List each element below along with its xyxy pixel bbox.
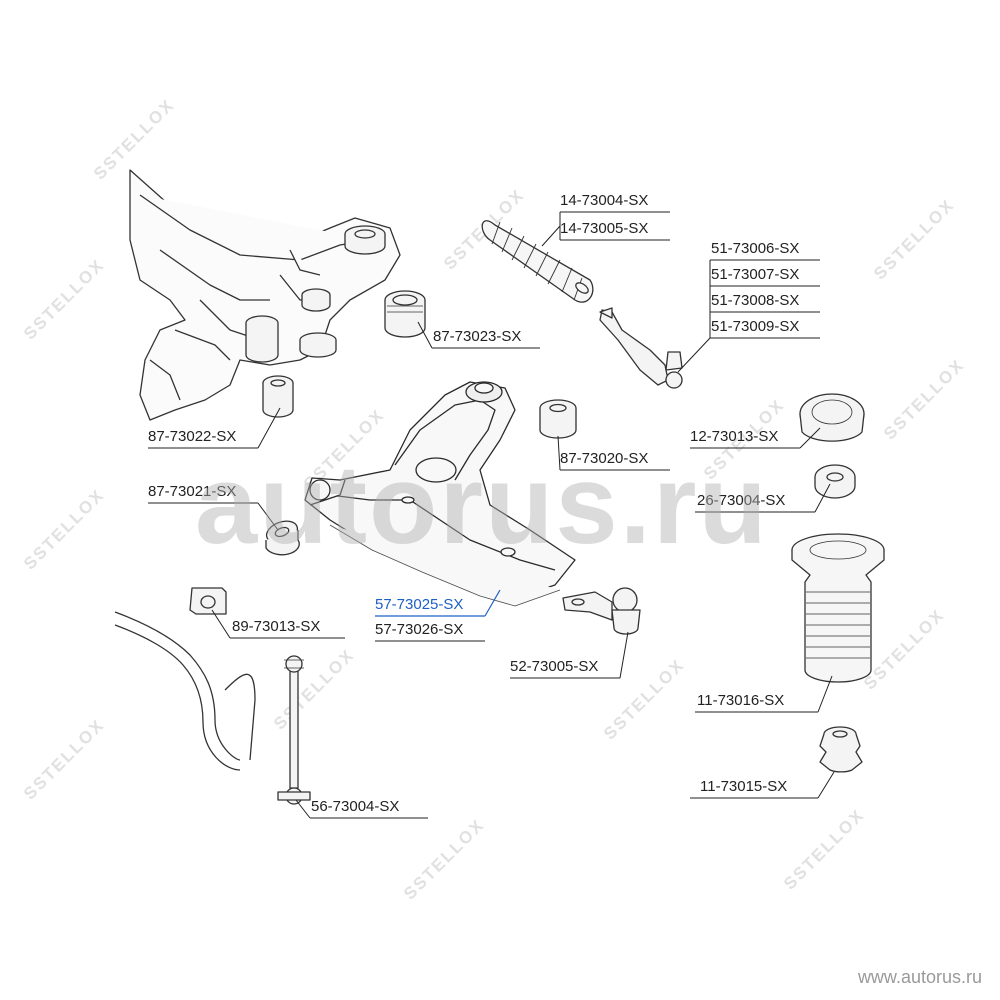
part-label-26-73004[interactable]: 26-73004-SX	[697, 492, 786, 509]
subframe-mount-top	[344, 225, 386, 255]
bushing-87-73021	[265, 520, 300, 556]
stabilizer-bar	[114, 611, 256, 771]
stabilizer-bushing-89-73013	[189, 587, 227, 615]
part-label-87-73021[interactable]: 87-73021-SX	[148, 483, 237, 500]
part-label-11-73015[interactable]: 11-73015-SX	[700, 778, 788, 795]
part-label-14-73004[interactable]: 14-73004-SX	[560, 192, 649, 209]
ball-joint-52-73005	[562, 587, 641, 635]
lower-control-arm-57-73025	[304, 381, 576, 607]
bushing-87-73020	[539, 399, 577, 439]
part-label-51-73008[interactable]: 51-73008-SX	[711, 292, 800, 309]
part-label-12-73013[interactable]: 12-73013-SX	[690, 428, 779, 445]
bushing-87-73023	[384, 290, 426, 338]
dust-boot-11-73016	[791, 533, 885, 683]
part-label-87-73020[interactable]: 87-73020-SX	[560, 450, 649, 467]
part-label-51-73009[interactable]: 51-73009-SX	[711, 318, 800, 335]
part-label-89-73013[interactable]: 89-73013-SX	[232, 618, 321, 635]
part-label-57-73025[interactable]: 57-73025-SX	[375, 596, 464, 613]
part-label-56-73004[interactable]: 56-73004-SX	[311, 798, 400, 815]
subframe-mount-mid	[301, 288, 331, 312]
part-label-57-73026[interactable]: 57-73026-SX	[375, 621, 464, 638]
steering-boot-14-73004	[481, 220, 594, 303]
strut-mount-12-73013	[799, 393, 865, 442]
highlight-leader	[375, 589, 501, 617]
leader-lines	[148, 211, 835, 819]
strut-bearing-26-73004	[814, 464, 856, 499]
footer-url: www.autorus.ru	[857, 967, 982, 987]
bushing-87-73022	[262, 375, 294, 418]
part-label-52-73005[interactable]: 52-73005-SX	[510, 658, 599, 675]
part-label-51-73006[interactable]: 51-73006-SX	[711, 240, 800, 257]
bump-stop-11-73015	[819, 726, 863, 773]
part-label-87-73022[interactable]: 87-73022-SX	[148, 428, 237, 445]
tie-rod-end-51-73006	[599, 307, 683, 389]
subframe-bushing-left	[245, 315, 279, 363]
part-label-11-73016[interactable]: 11-73016-SX	[697, 692, 785, 709]
part-label-87-73023[interactable]: 87-73023-SX	[433, 328, 522, 345]
part-label-14-73005[interactable]: 14-73005-SX	[560, 220, 649, 237]
subframe-mount-bottom	[299, 332, 337, 358]
stabilizer-link-56-73004	[277, 655, 311, 805]
part-label-51-73007[interactable]: 51-73007-SX	[711, 266, 800, 283]
